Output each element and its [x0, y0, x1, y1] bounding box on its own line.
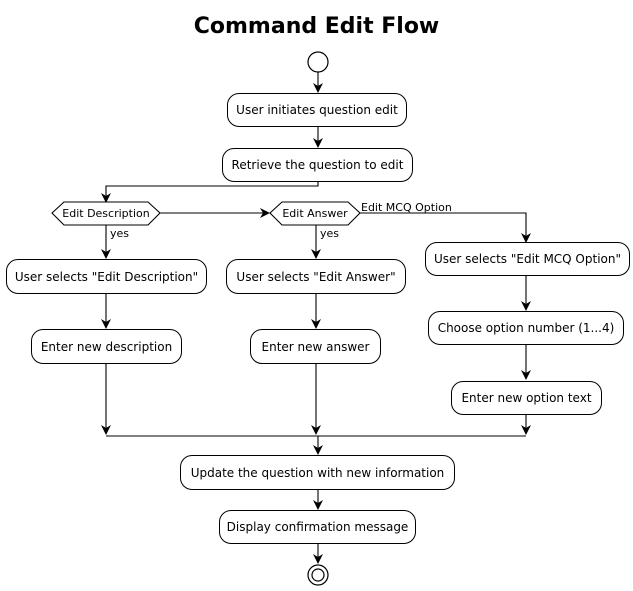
end-node-inner — [311, 568, 325, 582]
edge-retrieve-decision — [101, 181, 319, 203]
node-retrieve: Retrieve the question to edit — [222, 148, 413, 182]
decision-edit-answer-label: Edit Answer — [282, 207, 348, 220]
edge-label-yes-description: yes — [110, 227, 130, 240]
edge-label-yes-answer: yes — [320, 227, 340, 240]
node-select-mcq: User selects "Edit MCQ Option" — [425, 242, 630, 276]
node-update: Update the question with new information — [180, 455, 455, 490]
node-new-option: Enter new option text — [451, 381, 602, 415]
node-new-description: Enter new description — [31, 329, 182, 364]
start-node — [307, 51, 329, 73]
decision-edit-description — [51, 201, 161, 226]
diagram-title: Command Edit Flow — [193, 14, 440, 39]
edge-answer-to-mcq — [360, 212, 531, 243]
connectors — [101, 72, 531, 564]
node-select-description: User selects "Edit Description" — [6, 259, 207, 294]
decision-edit-description-label: Edit Description — [62, 207, 149, 220]
node-confirm: Display confirmation message — [219, 510, 416, 544]
edge-label-mcq-option: Edit MCQ Option — [361, 201, 452, 214]
node-initiate: User initiates question edit — [227, 93, 407, 127]
node-select-answer: User selects "Edit Answer" — [226, 259, 406, 294]
node-new-answer: Enter new answer — [250, 329, 381, 364]
decision-edit-answer — [269, 201, 361, 226]
node-choose-option: Choose option number (1...4) — [428, 311, 624, 345]
